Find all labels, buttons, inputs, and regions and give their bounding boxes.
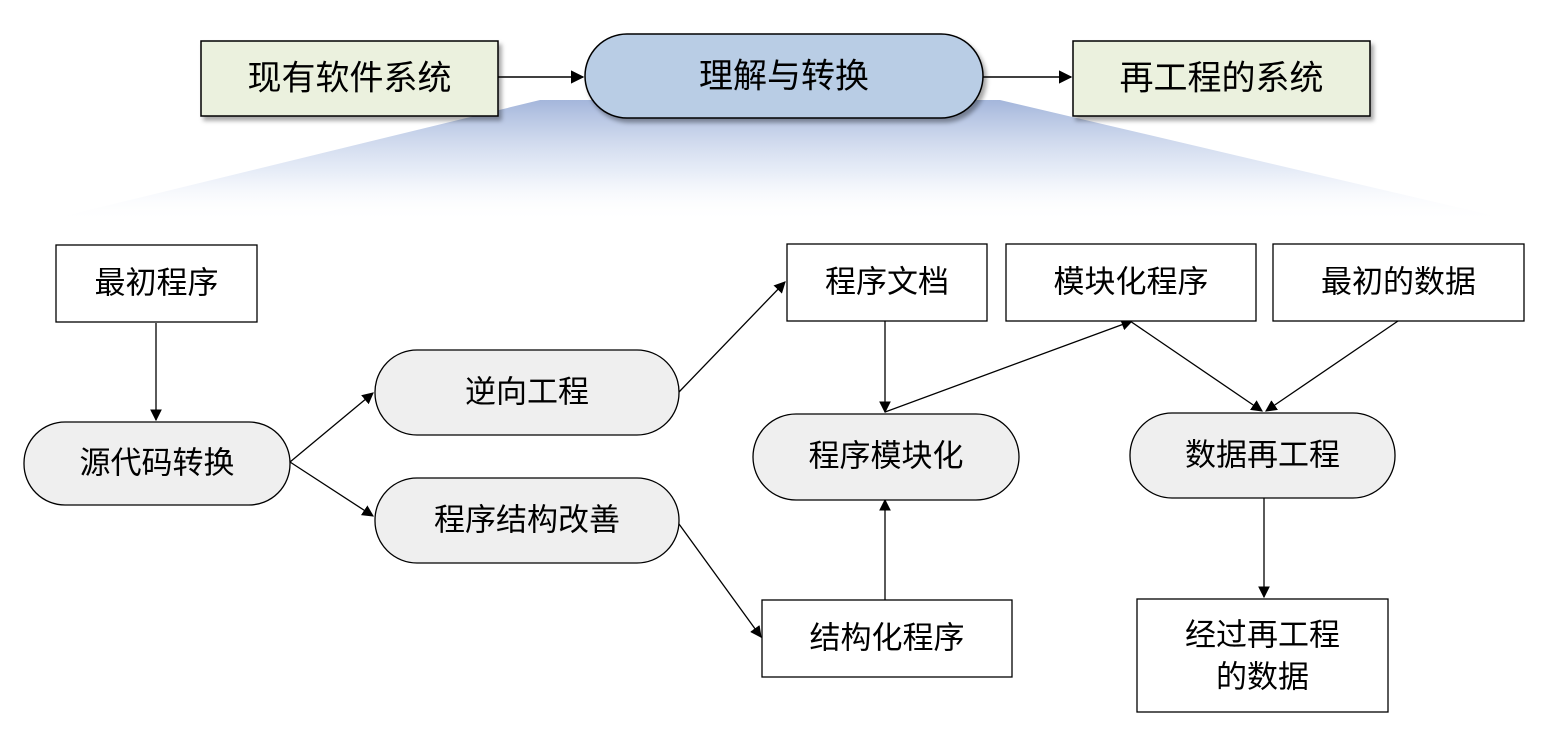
source-code-transform-label: 源代码转换 bbox=[80, 446, 235, 482]
reverse-engineering-pill: 逆向工程 bbox=[374, 349, 680, 436]
program-docs-label: 程序文档 bbox=[825, 265, 949, 301]
initial-program-label: 最初程序 bbox=[95, 266, 219, 302]
structure-improvement-pill: 程序结构改善 bbox=[374, 477, 680, 564]
reengineered-data-label-line2: 的数据 bbox=[1216, 660, 1309, 696]
existing-system-box: 现有软件系统 bbox=[200, 40, 499, 117]
arrow-modular-to-data-reeng bbox=[1129, 320, 1263, 412]
source-code-transform-pill: 源代码转换 bbox=[23, 421, 291, 506]
program-modularization-label: 程序模块化 bbox=[809, 439, 964, 475]
understand-transform-label: 理解与转换 bbox=[699, 57, 869, 97]
arrow-source-to-structure bbox=[289, 461, 374, 517]
modular-program-box: 模块化程序 bbox=[1005, 243, 1257, 322]
initial-data-box: 最初的数据 bbox=[1272, 243, 1525, 322]
reengineered-data-label-line1: 经过再工程 bbox=[1185, 618, 1340, 654]
arrow-structure-to-structured bbox=[678, 523, 762, 638]
reengineered-data-box: 经过再工程 的数据 bbox=[1136, 598, 1389, 713]
program-docs-box: 程序文档 bbox=[786, 243, 988, 322]
understand-transform-pill: 理解与转换 bbox=[584, 33, 984, 119]
arrow-initial-data-to-data-reeng bbox=[1265, 320, 1399, 412]
initial-data-label: 最初的数据 bbox=[1321, 265, 1476, 301]
structured-program-box: 结构化程序 bbox=[761, 599, 1013, 678]
structure-improvement-label: 程序结构改善 bbox=[434, 503, 620, 539]
modular-program-label: 模块化程序 bbox=[1054, 265, 1209, 301]
initial-program-box: 最初程序 bbox=[55, 244, 258, 323]
data-reengineering-pill: 数据再工程 bbox=[1129, 412, 1396, 499]
arrow-reverse-to-docs bbox=[678, 281, 786, 393]
program-modularization-pill: 程序模块化 bbox=[752, 413, 1020, 501]
arrow-source-to-reverse bbox=[289, 392, 374, 463]
existing-system-label: 现有软件系统 bbox=[248, 59, 452, 99]
structured-program-label: 结构化程序 bbox=[810, 621, 965, 657]
reengineered-system-box: 再工程的系统 bbox=[1072, 40, 1371, 117]
zoom-fan bbox=[40, 100, 1520, 222]
data-reengineering-label: 数据再工程 bbox=[1185, 438, 1340, 474]
reengineered-system-label: 再工程的系统 bbox=[1120, 59, 1324, 99]
arrow-modularization-to-modular bbox=[884, 319, 1134, 413]
reverse-engineering-label: 逆向工程 bbox=[465, 375, 589, 411]
